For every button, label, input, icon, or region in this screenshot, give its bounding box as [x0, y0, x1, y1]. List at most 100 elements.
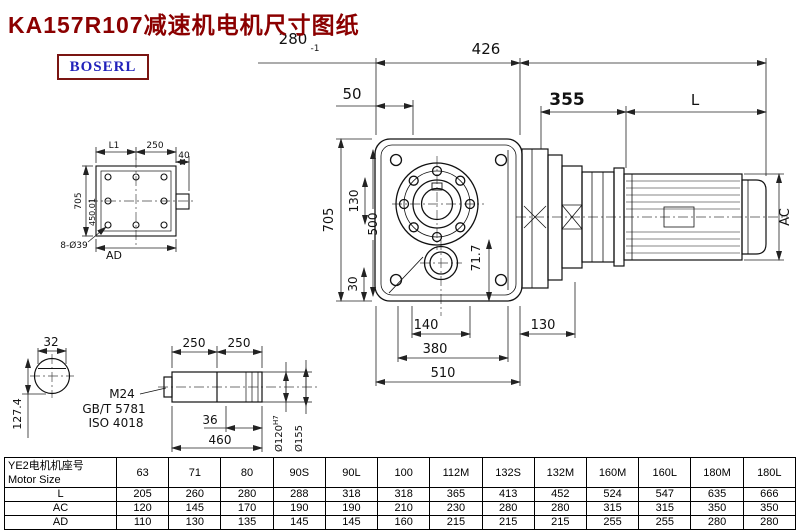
centerlines — [30, 156, 788, 398]
table-cell: 160 — [377, 515, 431, 530]
table-cell: 145 — [272, 515, 326, 530]
table-cell: 666 — [742, 487, 797, 502]
dim-380-label: 380 — [423, 342, 448, 357]
table-cell: 318 — [324, 487, 379, 502]
table-cell: 215 — [533, 515, 587, 530]
row-label: AC — [4, 501, 117, 516]
table-cell: 413 — [481, 487, 535, 502]
table-cell: 160M — [585, 457, 640, 488]
dim-36-label: 36 — [202, 413, 217, 427]
table-cell: 112M — [429, 457, 483, 488]
table-cell: 280 — [533, 501, 587, 516]
shaft-end-view — [33, 357, 71, 395]
dim-L1-label: L1 — [109, 141, 120, 151]
table-cell: 260 — [168, 487, 222, 502]
table-cell: 350 — [690, 501, 744, 516]
table-cell: 160L — [638, 457, 692, 488]
table-header-row: YE2电机机座号 Motor Size 63 71 80 90S 90L 100… — [4, 457, 797, 488]
dim-dia120-label: Ø120H7 — [272, 415, 285, 452]
table-cell: 120 — [115, 501, 170, 516]
dim-250-flange-label: 250 — [146, 141, 163, 151]
dim-355-label: 355 — [549, 90, 585, 110]
table-cell: 205 — [115, 487, 170, 502]
table-cell: 280 — [220, 487, 274, 502]
table-row-L: L 205 260 280 288 318 318 365 413 452 52… — [4, 487, 797, 502]
table-cell: 280 — [481, 501, 535, 516]
table-cell: 132S — [481, 457, 535, 488]
table-cell: 190 — [324, 501, 379, 516]
dim-500-label: 500 — [366, 213, 380, 236]
table-cell: 210 — [377, 501, 431, 516]
dim-50-label: 50 — [342, 85, 361, 103]
motor-side-view — [521, 148, 767, 289]
dim-140-label: 140 — [414, 318, 439, 333]
dim-dia155-label: Ø155 — [293, 425, 305, 452]
table-cell: 318 — [377, 487, 431, 502]
technical-drawing: 280 -1 426 50 355 L 705 130 500 30 71.7 … — [11, 30, 793, 452]
table-cell: 71 — [168, 457, 222, 488]
table-row-AC: AC 120 145 170 190 190 210 230 280 280 3… — [4, 501, 797, 516]
front-view — [374, 138, 523, 302]
table-cell: 635 — [690, 487, 744, 502]
dim-705-flange-label: 705 — [74, 192, 84, 209]
page-title: KA157R107减速机电机尺寸图纸 — [8, 12, 360, 38]
row-label: AD — [4, 515, 117, 530]
table-cell: 365 — [429, 487, 483, 502]
dim-280-label: 280 — [279, 30, 308, 48]
dim-130-bottom-label: 130 — [531, 318, 556, 333]
dim-40-label: 40 — [178, 151, 190, 161]
table-cell: 255 — [585, 515, 640, 530]
table-cell: 315 — [638, 501, 692, 516]
table-cell: 230 — [429, 501, 483, 516]
dim-450-label: 450.01 — [88, 198, 97, 226]
table-cell: 170 — [220, 501, 274, 516]
table-cell: 280 — [690, 515, 744, 530]
table-cell: 288 — [272, 487, 326, 502]
table-cell: 90L — [324, 457, 379, 488]
dim-AD-label: AD — [106, 249, 122, 262]
thread-M24-label: M24 — [109, 387, 135, 401]
dim-30-label: 30 — [346, 276, 360, 291]
dim-71-7-label: 71.7 — [469, 245, 483, 272]
dim-32-label: 32 — [43, 335, 58, 349]
table-cell: 452 — [533, 487, 587, 502]
dim-130-left-label: 130 — [347, 190, 361, 213]
dim-127-4-label: 127.4 — [11, 398, 24, 430]
table-cell: 80 — [220, 457, 274, 488]
dimension-lines — [22, 58, 784, 452]
table-cell: 145 — [324, 515, 379, 530]
table-cell: 280 — [742, 515, 797, 530]
table-cell: 110 — [115, 515, 170, 530]
dim-250a-label: 250 — [183, 336, 206, 350]
dim-250b-label: 250 — [228, 336, 251, 350]
table-cell: 215 — [481, 515, 535, 530]
table-cell: 215 — [429, 515, 483, 530]
table-cell: 90S — [272, 457, 326, 488]
std-gb-label: GB/T 5781 — [82, 402, 145, 416]
dimension-labels: 280 -1 426 50 355 L 705 130 500 30 71.7 … — [11, 30, 793, 452]
dim-AC-label: AC — [778, 208, 793, 226]
dim-8-holes-label: 8-Ø39 — [60, 240, 88, 251]
table-cell: 547 — [638, 487, 692, 502]
table-header-en: Motor Size — [8, 473, 61, 486]
row-label: L — [4, 487, 117, 502]
table-cell: 180L — [742, 457, 797, 488]
dim-280-tolerance: -1 — [311, 44, 320, 54]
dim-L-label: L — [691, 91, 700, 109]
table-header-cell: YE2电机机座号 Motor Size — [4, 457, 117, 488]
table-cell: 130 — [168, 515, 222, 530]
brand-logo: BOSERL — [57, 54, 149, 80]
table-cell: 315 — [585, 501, 640, 516]
table-row-AD: AD 110 130 135 145 145 160 215 215 215 2… — [4, 515, 797, 530]
table-cell: 100 — [377, 457, 431, 488]
dim-426-label: 426 — [472, 40, 501, 58]
table-cell: 190 — [272, 501, 326, 516]
dim-705-label: 705 — [322, 208, 337, 233]
table-cell: 145 — [168, 501, 222, 516]
table-header-cn: YE2电机机座号 — [8, 459, 84, 472]
dim-460-label: 460 — [209, 433, 232, 447]
table-cell: 524 — [585, 487, 640, 502]
table-cell: 132M — [533, 457, 587, 488]
table-cell: 255 — [638, 515, 692, 530]
dim-510-label: 510 — [431, 366, 456, 381]
